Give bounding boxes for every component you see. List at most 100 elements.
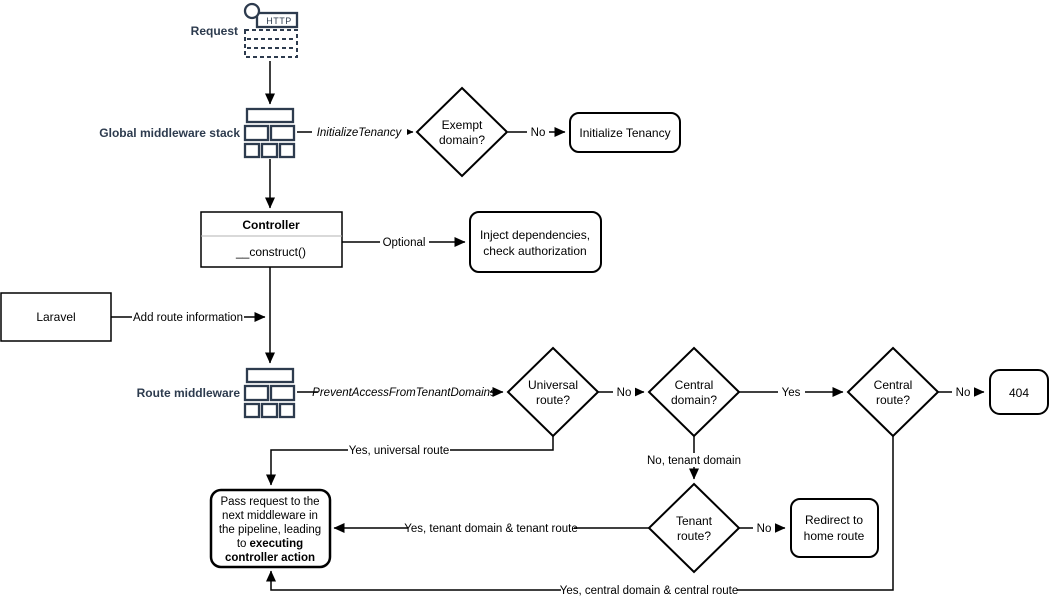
edge-label-universal-yes: Yes, universal route (349, 445, 450, 457)
stack-row2-b (269, 124, 296, 142)
stack-row2-a (243, 124, 270, 142)
edge-label-tenant-domain-no: No, tenant domain (647, 455, 741, 467)
central-route-text-1: Central (874, 378, 913, 392)
laravel-node: Laravel (0, 292, 112, 342)
edge-label-tenant-no: No (757, 523, 772, 535)
exempt-domain-decision: Exempt domain? (415, 86, 509, 178)
404-text: 404 (1009, 386, 1029, 400)
request-node: HTTP Request (191, 2, 299, 58)
edge-label-central-route-no: No (956, 387, 971, 399)
stack-row2-b (269, 384, 296, 402)
central-route-decision: Central route? (846, 346, 940, 438)
label-bg (613, 385, 635, 399)
exempt-domain-text-2: domain? (439, 133, 485, 147)
label-bg (312, 125, 407, 139)
universal-route-decision: Universal route? (506, 346, 600, 438)
pass-request-box (209, 488, 332, 569)
global-middleware-label: Global middleware stack (99, 126, 240, 140)
inject-dependencies-node: Inject dependencies, check authorization (469, 211, 602, 273)
universal-route-diamond (506, 346, 600, 438)
central-route-diamond (846, 346, 940, 438)
stack-row3-a (243, 402, 261, 419)
pass-request-text-1: Pass request to the (220, 496, 319, 508)
tenant-route-decision: Tenant route? (647, 482, 741, 574)
edge-labels: InitializeTenancy No Optional Add route … (132, 125, 974, 597)
edge-label-universal-no: No (617, 387, 632, 399)
stack-row2-a (243, 384, 270, 402)
inject-dependencies-text-2: check authorization (483, 244, 586, 258)
request-label: Request (191, 24, 238, 38)
stack-row3-b (260, 402, 279, 419)
http-request-icon (255, 11, 299, 29)
pass-request-node: Pass request to the next middleware in t… (209, 488, 332, 569)
middleware-stack-icon (243, 367, 296, 419)
central-domain-text-2: domain? (671, 393, 717, 407)
edge-label-central-domain-yes: Yes (782, 387, 801, 399)
initialize-tenancy-text: Initialize Tenancy (579, 126, 670, 140)
tenant-route-diamond (647, 482, 741, 574)
edge-label-prevent-access: PreventAccessFromTenantDomains (312, 387, 496, 399)
edge-label-exempt-no: No (531, 127, 546, 139)
label-bg (527, 125, 549, 139)
label-bg (132, 310, 244, 324)
route-middleware-node: Route middleware (137, 367, 296, 419)
universal-route-text-1: Universal (528, 378, 578, 392)
404-node: 404 (989, 369, 1049, 415)
central-domain-text-1: Central (675, 378, 714, 392)
stack-row3-c (278, 402, 296, 419)
inject-dependencies-text-1: Inject dependencies, (480, 228, 590, 242)
tenant-route-text-2: route? (677, 529, 711, 543)
initialize-tenancy-box (569, 112, 681, 153)
initialize-tenancy-node: Initialize Tenancy (569, 112, 681, 153)
controller-member: __construct() (235, 245, 306, 259)
http-request-body (244, 29, 298, 58)
edge-label-optional: Optional (383, 237, 426, 249)
universal-route-text-2: route? (536, 393, 570, 407)
pass-request-text-5: controller action (225, 552, 315, 564)
redirect-home-text-2: home route (804, 529, 865, 543)
redirect-home-box (790, 498, 879, 558)
inject-dependencies-box (469, 211, 602, 273)
label-bg (318, 385, 490, 399)
edge-label-initialize-tenancy: InitializeTenancy (317, 127, 403, 139)
laravel-box (0, 292, 112, 342)
controller-title: Controller (242, 218, 300, 232)
edge-label-central-yes: Yes, central domain & central route (560, 585, 739, 597)
stack-row3-c (278, 142, 296, 159)
redirect-home-text-1: Redirect to (805, 513, 863, 527)
exempt-domain-text-1: Exempt (442, 118, 483, 132)
tenant-route-text-1: Tenant (676, 514, 713, 528)
label-bg (380, 235, 429, 249)
pass-request-text-4a: to (237, 538, 247, 550)
middleware-stack-icon (243, 107, 296, 159)
pass-request-text-4b: executing (249, 538, 303, 550)
label-bg (778, 385, 805, 399)
stack-row1 (245, 367, 295, 384)
http-icon-label: HTTP (266, 16, 292, 26)
exempt-domain-diamond (415, 86, 509, 178)
label-bg (648, 453, 741, 467)
laravel-text: Laravel (36, 310, 75, 324)
edge-label-tenant-yes: Yes, tenant domain & tenant route (404, 523, 577, 535)
central-domain-decision: Central domain? (647, 346, 741, 438)
404-box (989, 369, 1049, 415)
redirect-home-node: Redirect to home route (790, 498, 879, 558)
controller-class-node: Controller __construct() (200, 211, 343, 268)
global-middleware-stack-node: Global middleware stack (99, 107, 296, 159)
label-bg (561, 583, 737, 597)
central-route-text-2: route? (876, 393, 910, 407)
label-bg (348, 443, 450, 457)
http-request-icon-circle (243, 2, 261, 20)
stack-row3-a (243, 142, 261, 159)
stack-row3-b (260, 142, 279, 159)
controller-box (200, 211, 343, 268)
label-bg (753, 521, 775, 535)
edge-label-add-route-information: Add route information (133, 312, 243, 324)
pass-request-text-2: next middleware in (222, 510, 318, 522)
stack-row1 (245, 107, 295, 124)
route-middleware-label: Route middleware (137, 386, 241, 400)
label-bg (952, 385, 974, 399)
